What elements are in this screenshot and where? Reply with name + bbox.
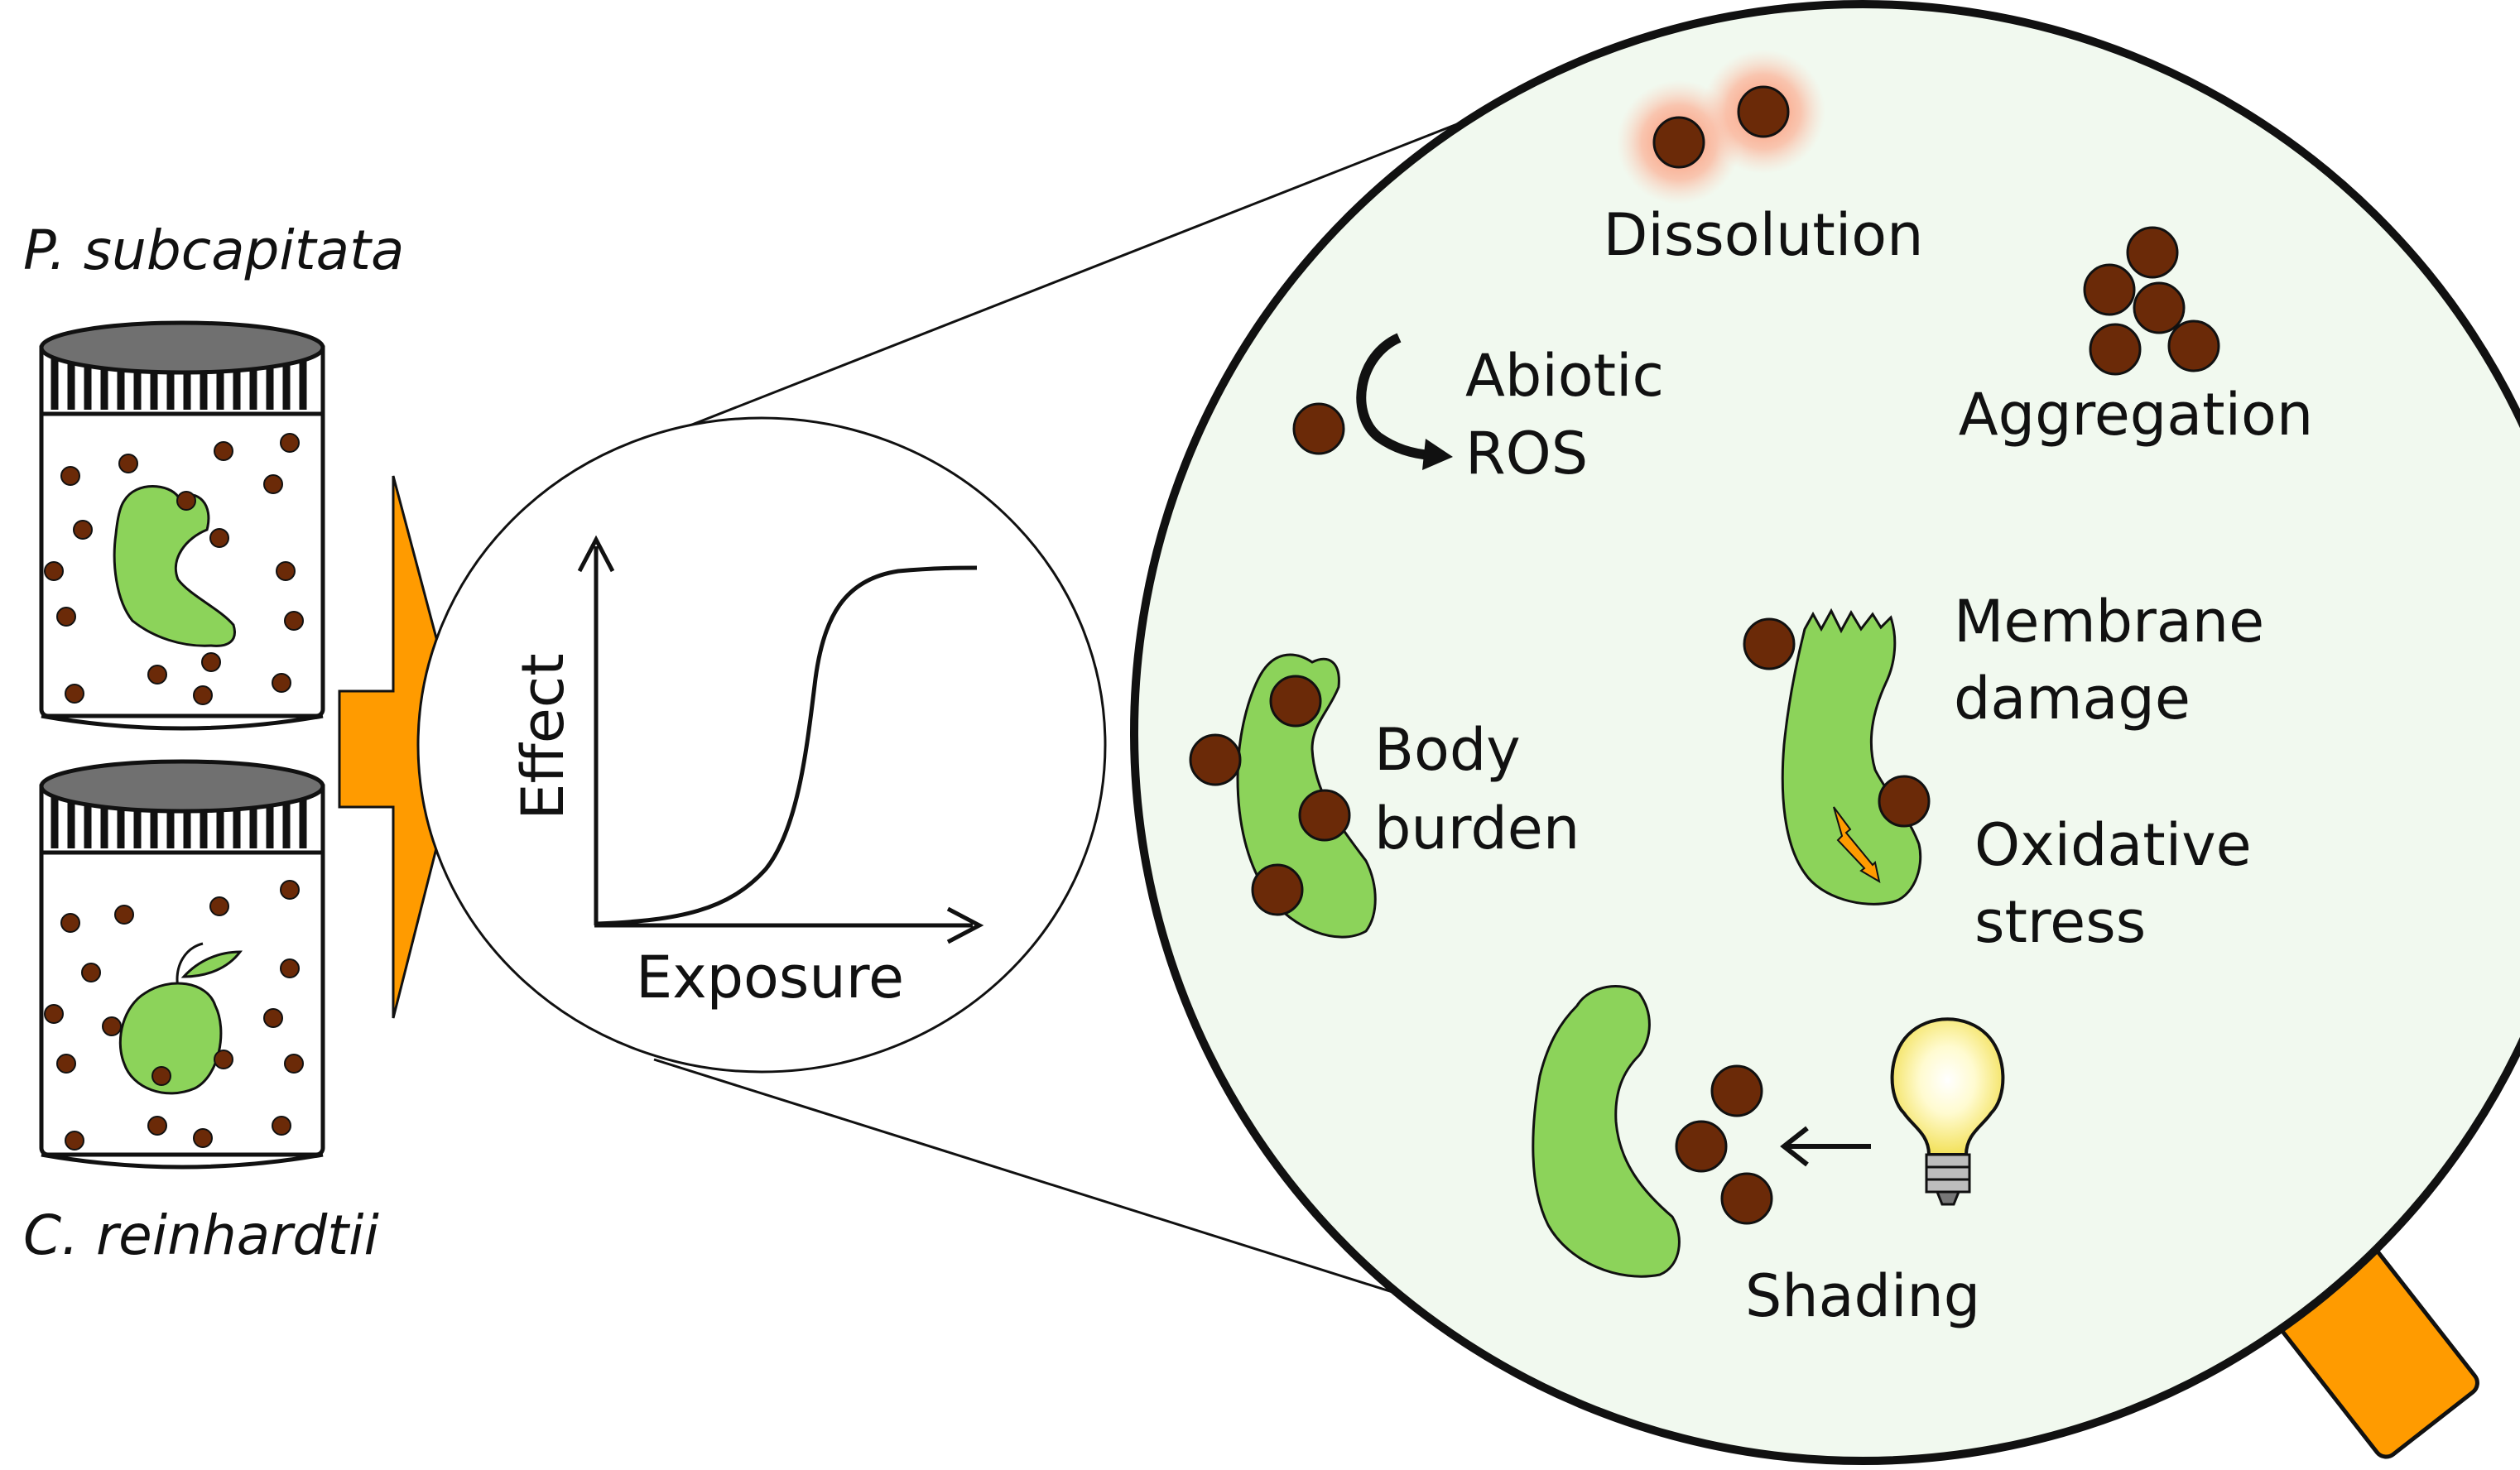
algae-cell-icon-body-burden bbox=[1189, 653, 1377, 939]
label-ros: ROS bbox=[1465, 420, 1588, 488]
dose-response-graph: Effect Exposure bbox=[509, 535, 984, 1011]
x-axis-arrowhead bbox=[946, 906, 984, 944]
jar-icon-bottom bbox=[39, 759, 325, 1170]
label-oxidative: Oxidative bbox=[1974, 811, 2252, 879]
label-burden: burden bbox=[1374, 795, 1580, 862]
zoom-line-top bbox=[645, 122, 1458, 444]
label-damage: damage bbox=[1954, 665, 2191, 733]
dissolution-icon bbox=[1617, 50, 1825, 204]
shading-particles bbox=[1675, 1064, 1773, 1225]
species-label-top: P. subcapitata bbox=[23, 219, 404, 282]
y-axis-arrowhead bbox=[577, 535, 615, 573]
algae-cell-icon-damaged bbox=[1743, 608, 1931, 906]
y-axis-label: Effect bbox=[509, 653, 577, 819]
x-axis-label: Exposure bbox=[636, 944, 904, 1011]
label-membrane: Membrane bbox=[1954, 588, 2264, 656]
label-dissolution: Dissolution bbox=[1603, 201, 1923, 269]
label-abiotic: Abiotic bbox=[1465, 342, 1664, 410]
arrow-icon-left bbox=[1780, 1126, 1871, 1167]
light-bulb-icon bbox=[1890, 1017, 2005, 1206]
label-shading: Shading bbox=[1745, 1262, 1980, 1330]
sigmoid-curve bbox=[597, 565, 978, 926]
aggregation-icon bbox=[2083, 226, 2220, 376]
graph-circle bbox=[416, 416, 1107, 1074]
label-aggregation: Aggregation bbox=[1959, 381, 2313, 449]
algae-cell-icon-shading bbox=[1532, 985, 1681, 1278]
label-body: Body bbox=[1374, 716, 1521, 784]
particles-bottom bbox=[44, 880, 304, 1151]
arrow-icon-orange bbox=[338, 475, 465, 1019]
label-stress: stress bbox=[1974, 888, 2146, 956]
lightning-icon bbox=[1833, 806, 1881, 884]
species-label-bottom: C. reinhardtii bbox=[23, 1203, 379, 1267]
algae-cell-icon-bottom bbox=[118, 942, 243, 1095]
zoom-line-bottom bbox=[653, 1058, 1483, 1322]
particles-top bbox=[44, 433, 304, 705]
abiotic-ros-icon bbox=[1292, 333, 1453, 470]
